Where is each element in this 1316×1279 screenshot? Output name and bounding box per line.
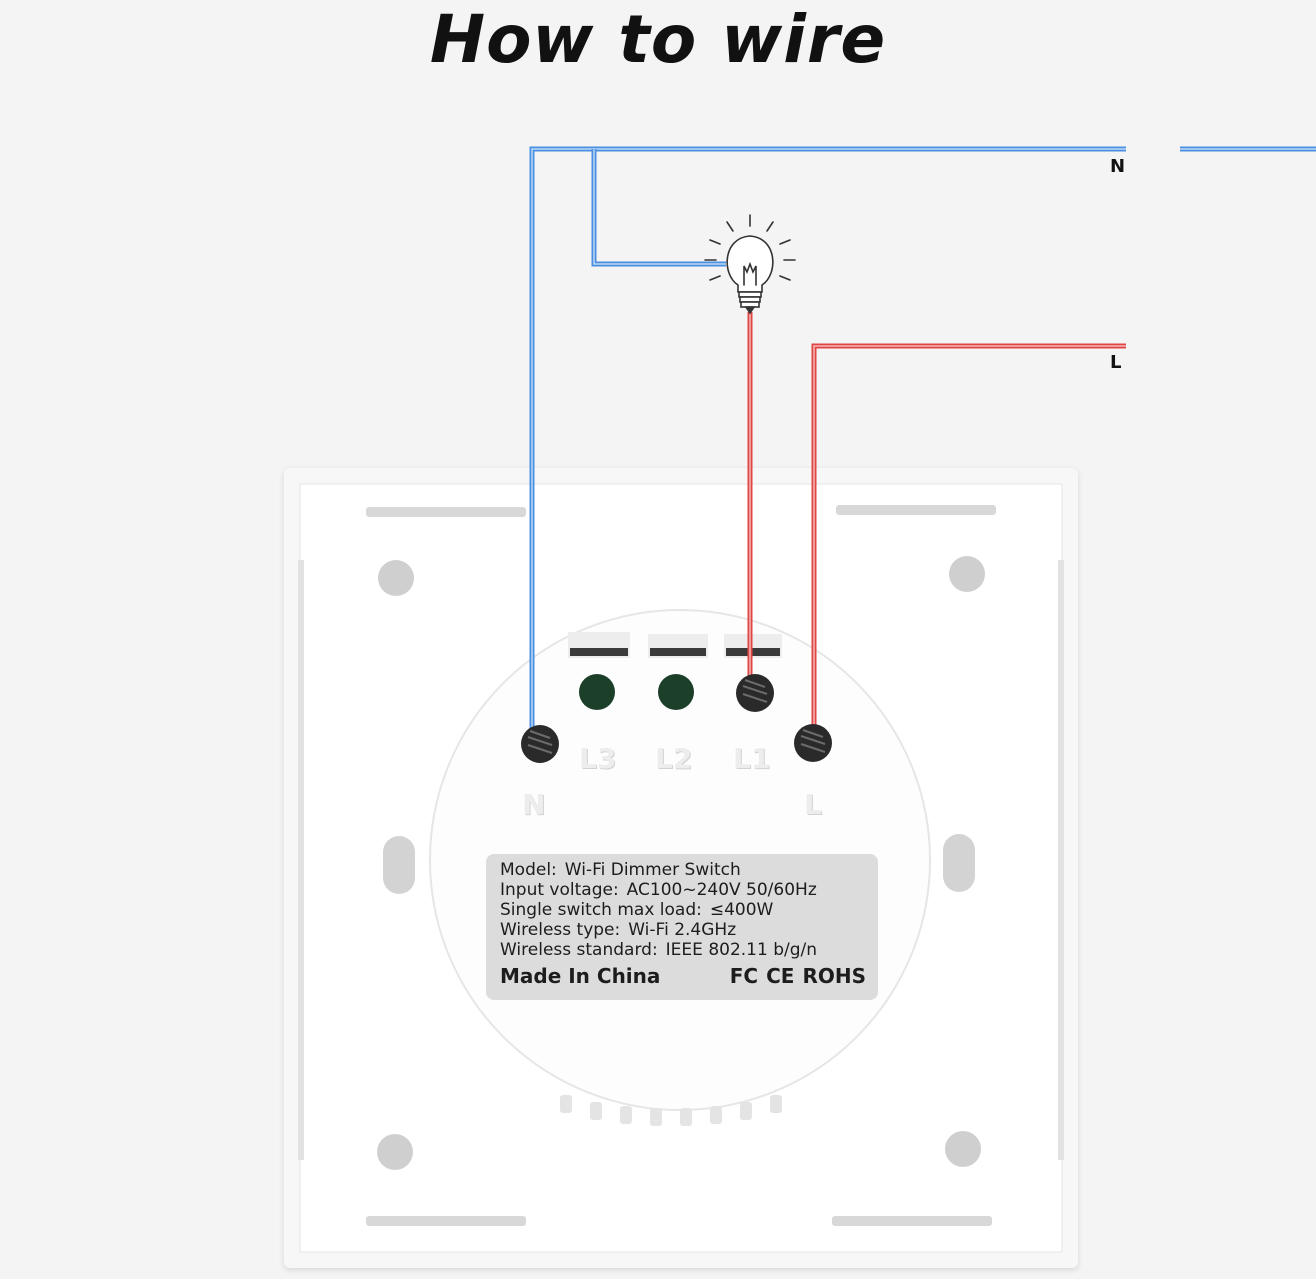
screw-terminal-icon bbox=[736, 674, 774, 712]
origin-text: Made In China bbox=[500, 964, 661, 988]
terminal-label-l: L bbox=[804, 788, 822, 821]
rohs-mark: ROHS bbox=[802, 964, 866, 988]
terminal-l2 bbox=[658, 674, 694, 710]
terminal-l3 bbox=[579, 674, 615, 710]
spec-wireless-type: Wireless type:Wi-Fi 2.4GHz bbox=[500, 920, 737, 940]
screw-terminal-icon bbox=[794, 724, 832, 762]
ce-mark: CE bbox=[766, 964, 795, 988]
mounting-hole bbox=[949, 556, 985, 592]
slot bbox=[836, 505, 996, 515]
certifications: FC CE ROHS bbox=[730, 964, 866, 988]
spec-label: Model:Wi-Fi Dimmer Switch Input voltage:… bbox=[486, 854, 878, 1000]
neutral-wire-label: N bbox=[1110, 156, 1126, 177]
live-wire-label: L bbox=[1110, 352, 1122, 373]
mounting-hole bbox=[377, 1134, 413, 1170]
slot bbox=[366, 507, 526, 517]
page-title: How to wire bbox=[429, 1, 887, 78]
screw-terminal-icon bbox=[521, 725, 559, 763]
terminal-label-n: N bbox=[522, 788, 546, 821]
fc-mark: FC bbox=[729, 964, 759, 988]
terminal-label-l2: L2 bbox=[655, 742, 693, 775]
spec-load: Single switch max load:≤400W bbox=[500, 900, 774, 920]
mounting-hole bbox=[945, 1131, 981, 1167]
slot bbox=[366, 1216, 526, 1226]
terminal-label-l1: L1 bbox=[733, 742, 771, 775]
spec-model: Model:Wi-Fi Dimmer Switch bbox=[500, 860, 741, 880]
spec-footer: Made In China FC CE ROHS bbox=[500, 964, 866, 988]
terminal-label-l3: L3 bbox=[579, 742, 617, 775]
mounting-slot bbox=[383, 836, 415, 894]
live-wire bbox=[811, 343, 1126, 738]
neutral-wire bbox=[529, 146, 1316, 738]
slot bbox=[832, 1216, 992, 1226]
spec-voltage: Input voltage:AC100~240V 50/60Hz bbox=[500, 880, 817, 900]
spec-wireless-standard: Wireless standard:IEEE 802.11 b/g/n bbox=[500, 940, 818, 960]
mounting-hole bbox=[378, 560, 414, 596]
light-bulb-icon bbox=[704, 214, 796, 315]
mounting-slot bbox=[943, 834, 975, 892]
